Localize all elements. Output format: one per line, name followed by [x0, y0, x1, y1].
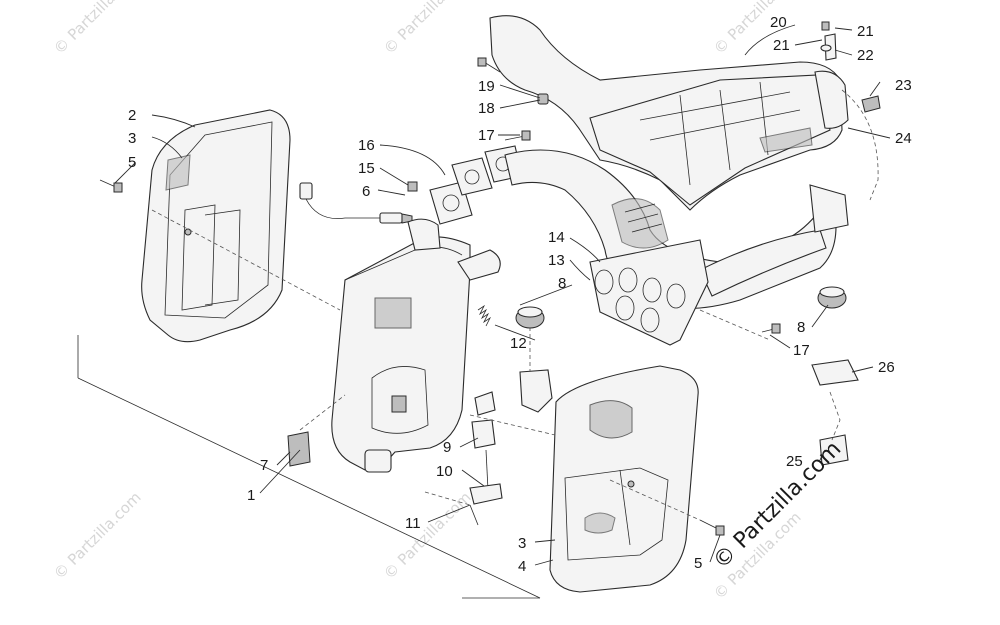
- callouts: 1 2 3 5 6 7 8 8 9 10 11 12 13 14 15 16 1…: [128, 14, 912, 575]
- callout-21: 21: [773, 37, 790, 54]
- callout-3: 3: [518, 535, 526, 552]
- callout-1: 1: [247, 487, 255, 504]
- callout-4: 4: [518, 558, 526, 575]
- rear-hangers: [809, 33, 881, 466]
- callout-17: 17: [793, 342, 810, 359]
- callout-5: 5: [128, 154, 136, 171]
- callout-12: 12: [510, 335, 527, 352]
- fasteners: [99, 21, 832, 536]
- callout-20: 20: [770, 14, 787, 31]
- watermark: © Partzilla: [710, 0, 779, 58]
- callout-13: 13: [548, 252, 565, 269]
- callout-24: 24: [895, 130, 912, 147]
- grommets: [515, 286, 847, 329]
- mount-hardware: [287, 391, 503, 526]
- callout-8: 8: [558, 275, 566, 292]
- callout-18: 18: [478, 100, 495, 117]
- leader-lines: [114, 24, 891, 566]
- callout-5: 5: [694, 555, 702, 572]
- right-heat-shield: [549, 365, 699, 593]
- callout-17: 17: [478, 127, 495, 144]
- watermark: © Partzilla: [380, 0, 449, 58]
- callout-9: 9: [443, 439, 451, 456]
- callout-21: 21: [857, 23, 874, 40]
- exhaust-pipe: [504, 149, 837, 310]
- partzilla-brand-mark: © Partzilla.com: [709, 437, 847, 575]
- callout-25: 25: [786, 453, 803, 470]
- callout-16: 16: [358, 137, 375, 154]
- muffler: [331, 218, 471, 473]
- watermark: © Partzilla: [50, 0, 119, 58]
- callout-23: 23: [895, 77, 912, 94]
- callout-26: 26: [878, 359, 895, 376]
- spring-and-bracket: [457, 249, 553, 413]
- callout-6: 6: [362, 183, 370, 200]
- callout-22: 22: [857, 47, 874, 64]
- assembly-outline: [77, 335, 541, 599]
- oxygen-sensor: [299, 182, 413, 224]
- watermark: © Partzilla.com: [50, 488, 145, 583]
- callout-15: 15: [358, 160, 375, 177]
- callout-14: 14: [548, 229, 565, 246]
- left-heat-shield: [141, 109, 291, 343]
- callout-7: 7: [260, 457, 268, 474]
- callout-19: 19: [478, 78, 495, 95]
- exhaust-manifold-gasket: [589, 239, 709, 346]
- callout-3: 3: [128, 130, 136, 147]
- upper-tailpipe-shield: [489, 15, 849, 211]
- callout-11: 11: [405, 515, 421, 532]
- callout-10: 10: [436, 463, 453, 480]
- callout-2: 2: [128, 107, 136, 124]
- callout-8: 8: [797, 319, 805, 336]
